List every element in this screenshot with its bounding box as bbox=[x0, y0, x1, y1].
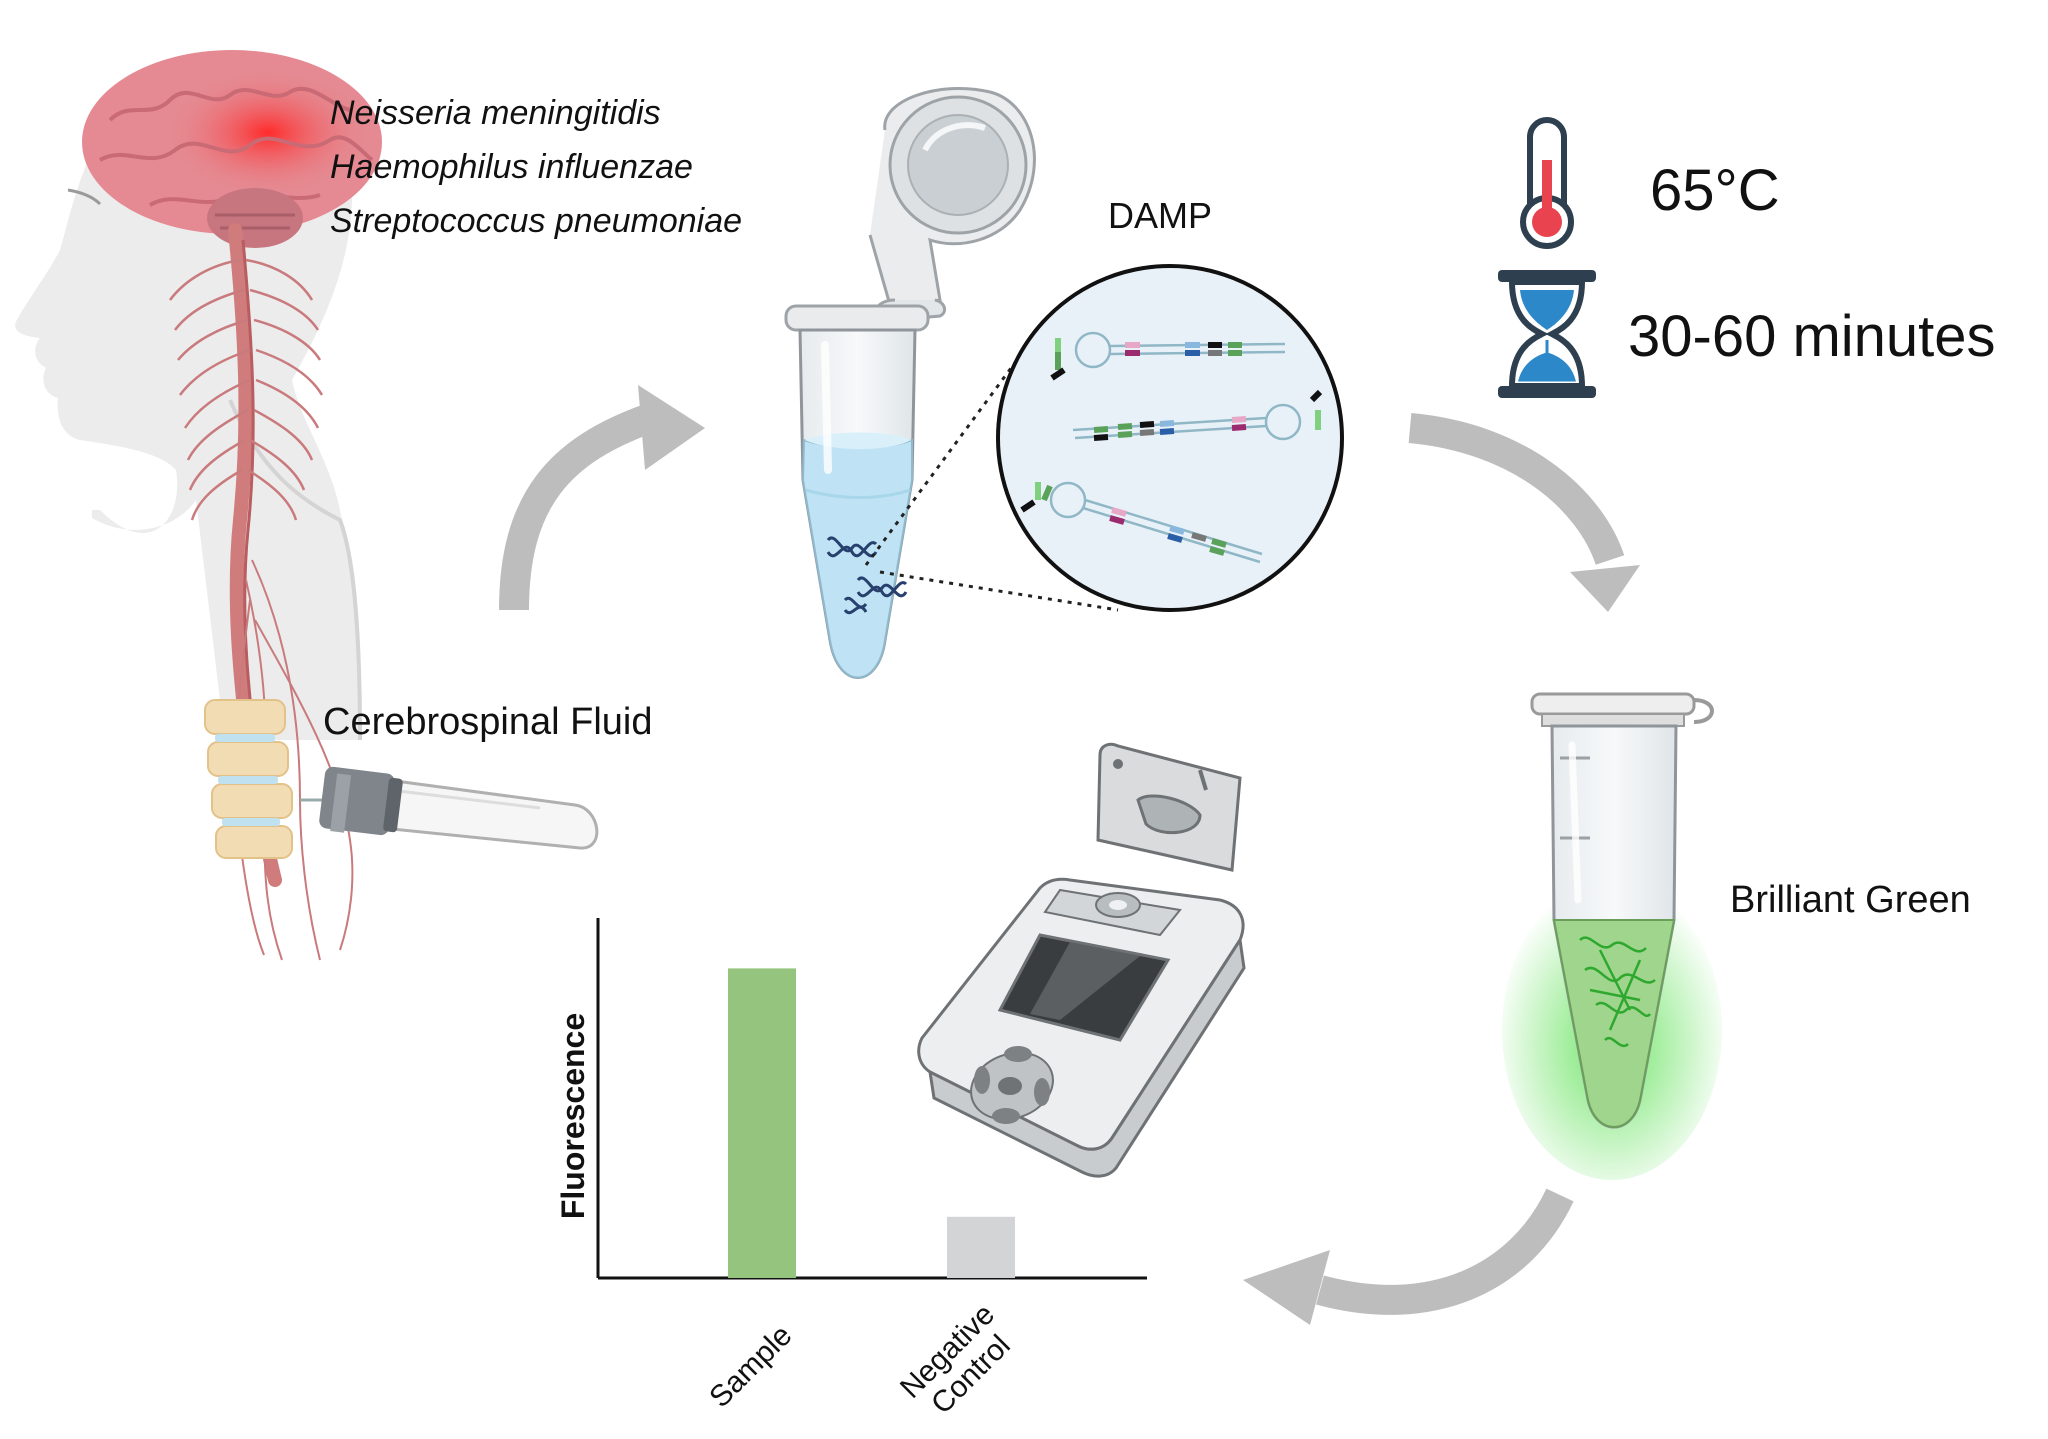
arrow-to-damp bbox=[499, 385, 705, 611]
zoom-guides bbox=[864, 344, 1119, 612]
pathogen-label-3: Streptococcus pneumoniae bbox=[330, 202, 743, 240]
fluorometer-icon bbox=[917, 742, 1246, 1178]
temperature-label: 65°C bbox=[1650, 158, 1780, 223]
pathogen-label-2: Haemophilus influenzae bbox=[330, 148, 693, 186]
damp-magnified-view bbox=[996, 264, 1344, 612]
pathogen-label-1: Neisseria meningitidis bbox=[330, 94, 661, 132]
chart-bar-negative-control bbox=[947, 1216, 1015, 1278]
microtube-icon bbox=[784, 87, 1036, 679]
arrow-to-readout bbox=[1243, 1188, 1574, 1325]
spine-icon bbox=[169, 223, 354, 961]
fluorescence-bar-chart bbox=[596, 918, 1147, 1280]
hourglass-icon bbox=[1498, 270, 1596, 398]
arrow-to-dye bbox=[1408, 413, 1640, 612]
collection-tube-icon bbox=[300, 766, 599, 850]
glowing-tube-icon bbox=[1502, 692, 1722, 1180]
thermometer-icon bbox=[1520, 117, 1574, 249]
dna-icon bbox=[826, 536, 908, 615]
method-label: DAMP bbox=[1108, 195, 1213, 236]
dye-label: Brilliant Green bbox=[1730, 879, 1971, 921]
chart-bar-sample bbox=[728, 968, 796, 1278]
duration-label: 30-60 minutes bbox=[1628, 304, 1996, 369]
sample-label: Cerebrospinal Fluid bbox=[323, 701, 653, 743]
brain-icon bbox=[82, 50, 382, 248]
chart-y-axis-label: Fluorescence bbox=[555, 1012, 592, 1220]
